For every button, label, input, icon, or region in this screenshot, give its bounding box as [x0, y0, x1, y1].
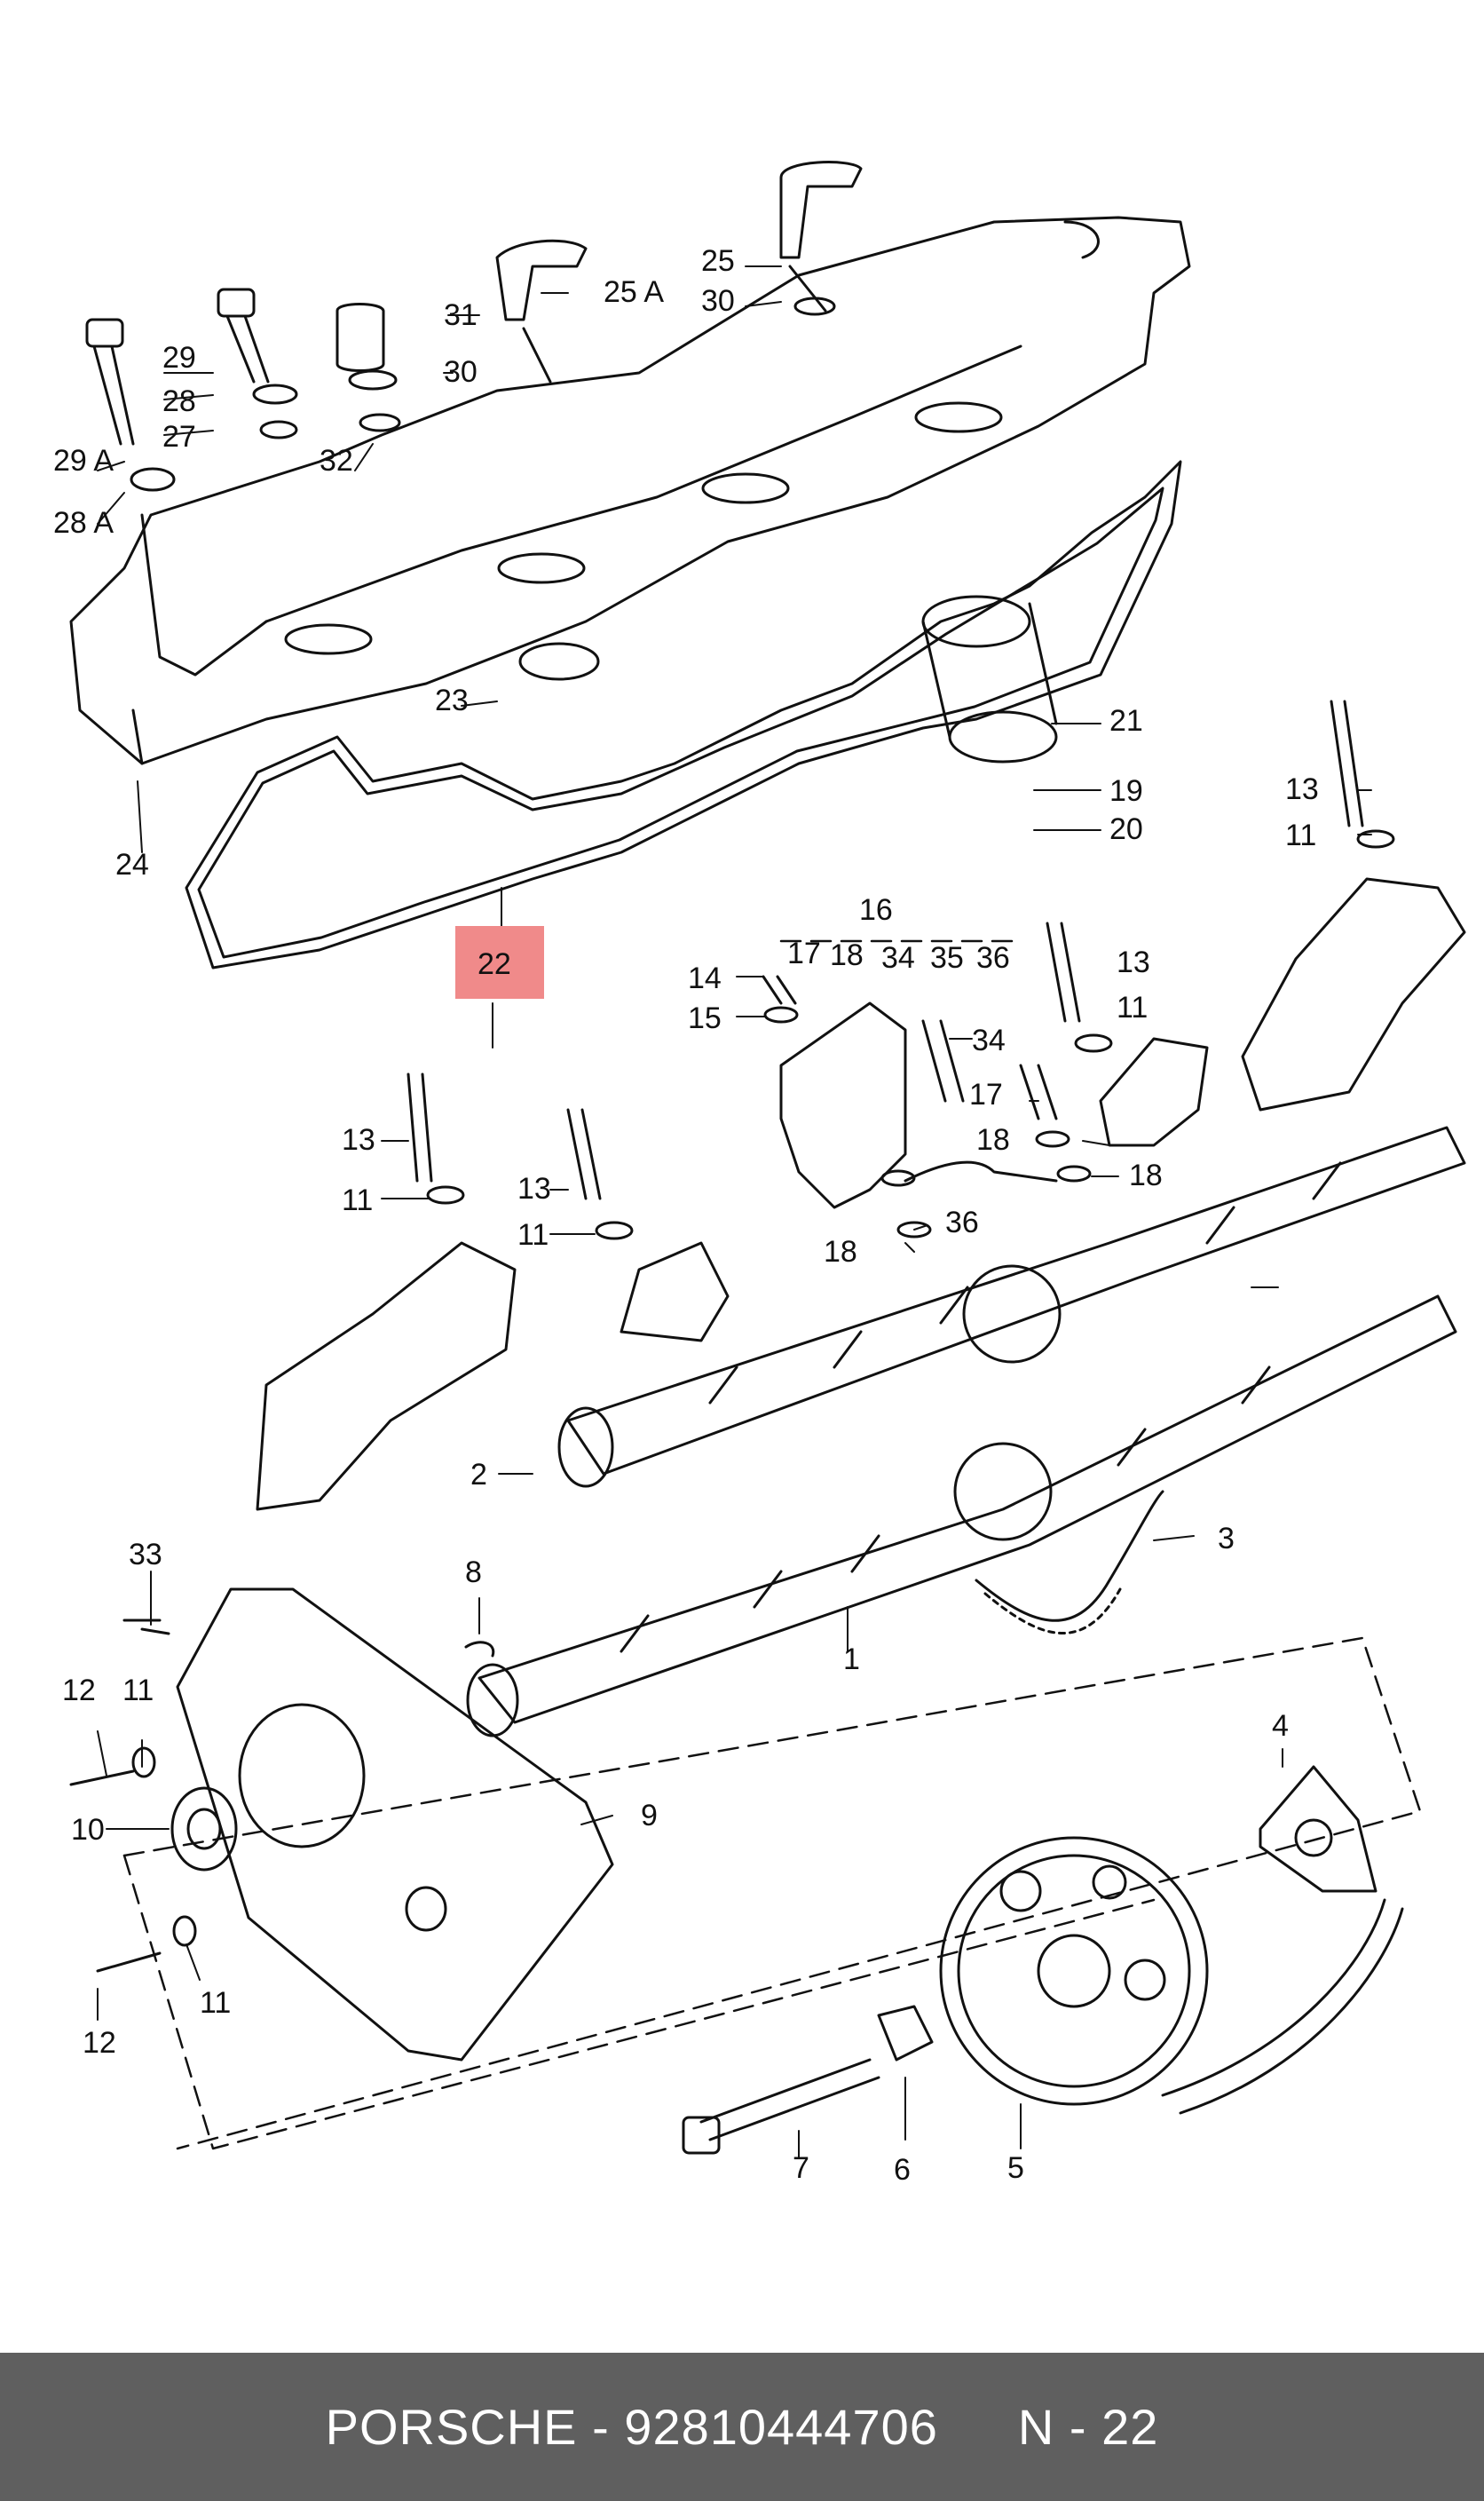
callout-13-mid: 13	[1117, 946, 1150, 979]
callout-11-lower: 11	[122, 1674, 154, 1707]
callout-30: 30	[444, 355, 478, 389]
callout-16-35: 35	[930, 941, 964, 975]
callout-labels: 25 30 25 A 31 30 29 28 27 32 29 A 28 A 2…	[53, 244, 1319, 2187]
valve-cover	[69, 216, 1191, 765]
callout-5: 5	[1007, 2151, 1024, 2185]
diagram-reference: N - 22	[1017, 2399, 1159, 2455]
callout-27: 27	[162, 420, 196, 454]
callout-7: 7	[793, 2151, 809, 2185]
callout-23: 23	[435, 684, 469, 717]
callout-32: 32	[320, 444, 353, 478]
callout-22: 22	[478, 947, 511, 981]
chain-tensioner	[762, 975, 1092, 1239]
callout-20: 20	[1109, 812, 1143, 846]
timing-chain	[975, 1490, 1164, 1635]
callout-6: 6	[894, 2153, 911, 2187]
highlight-box-22	[455, 926, 544, 999]
callout-11-right: 11	[1285, 819, 1316, 852]
callout-3: 3	[1218, 1522, 1235, 1555]
part-number: 92810444706	[624, 2399, 938, 2455]
callout-11-center: 11	[517, 1218, 549, 1252]
callout-12-bottom: 12	[83, 2026, 116, 2060]
callout-4: 4	[1272, 1709, 1289, 1743]
filler-sleeve	[921, 595, 1058, 764]
callout-24: 24	[115, 848, 149, 882]
callout-19: 19	[1109, 774, 1143, 808]
callout-14: 14	[688, 962, 722, 995]
callout-28: 28	[162, 384, 196, 418]
callout-16-34: 34	[881, 941, 915, 975]
callout-8: 8	[465, 1555, 482, 1589]
callout-34: 34	[972, 1024, 1006, 1057]
callout-2: 2	[470, 1458, 487, 1492]
callout-21: 21	[1109, 704, 1143, 738]
callout-28a: 28 A	[53, 506, 114, 540]
callout-16: 16	[859, 893, 893, 927]
callout-29: 29	[162, 341, 196, 375]
callout-17: 17	[969, 1078, 1003, 1112]
callout-25a: 25 A	[604, 275, 664, 309]
callout-13-left: 13	[342, 1123, 375, 1157]
sprocket-assembly	[682, 1765, 1404, 2155]
callout-13-center: 13	[517, 1172, 551, 1206]
callout-10: 10	[71, 1813, 105, 1847]
callout-9: 9	[641, 1799, 658, 1832]
callout-36: 36	[945, 1206, 979, 1239]
drive-cover	[69, 1587, 614, 2062]
callout-18-b: 18	[1129, 1159, 1163, 1192]
callout-31: 31	[444, 298, 478, 332]
callout-11-mid: 11	[1117, 991, 1148, 1025]
callout-33: 33	[129, 1538, 162, 1571]
callout-12-top: 12	[62, 1674, 96, 1707]
callout-16-36: 36	[976, 941, 1010, 975]
leader-lines	[97, 265, 1372, 2158]
callout-1: 1	[843, 1642, 860, 1676]
callout-29a: 29 A	[53, 444, 114, 478]
callout-11-bottom: 11	[200, 1986, 231, 2020]
callout-18-a: 18	[976, 1123, 1010, 1157]
callout-16-17: 17	[787, 937, 821, 970]
callout-25: 25	[701, 244, 735, 278]
callout-16-18: 18	[830, 938, 864, 972]
valve-cover-gasket	[185, 460, 1182, 970]
footer-bar: PORSCHE - 92810444706 N - 22	[0, 2353, 1484, 2501]
callout-18-c: 18	[824, 1235, 857, 1269]
callout-13-right: 13	[1285, 772, 1319, 806]
bearing-caps	[256, 700, 1466, 1511]
callout-15: 15	[688, 1001, 722, 1035]
callout-30-top: 30	[701, 284, 735, 318]
assembly-box	[122, 939, 1422, 2150]
brand-name: PORSCHE	[325, 2399, 578, 2455]
callout-11-left: 11	[342, 1183, 373, 1217]
top-bolts	[85, 161, 863, 492]
camshafts	[466, 1126, 1466, 1737]
